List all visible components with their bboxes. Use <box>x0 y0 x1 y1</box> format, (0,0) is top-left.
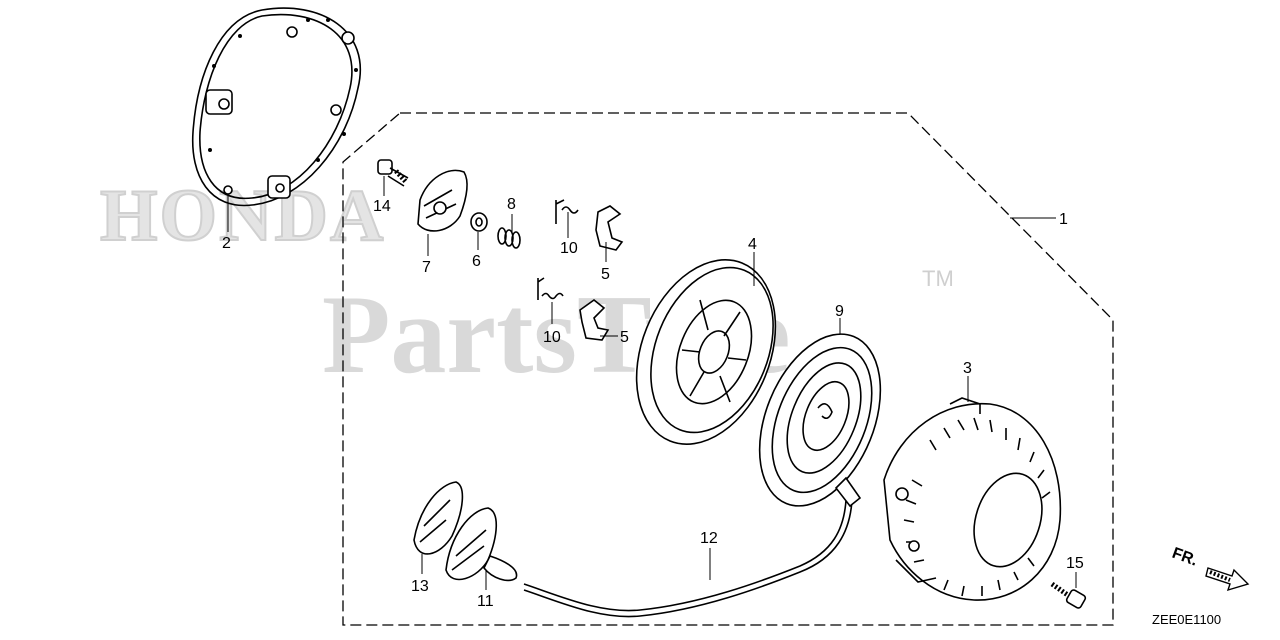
gasket-ring <box>191 7 361 207</box>
spring-part-10-lower <box>537 277 564 300</box>
callout-10a: 10 <box>560 240 578 257</box>
callout-4: 4 <box>748 236 757 253</box>
direction-indicator: FR. <box>1170 545 1250 592</box>
starter-housing-part-3 <box>883 397 1062 601</box>
callout-3: 3 <box>963 360 972 377</box>
callout-14: 14 <box>373 198 391 215</box>
callout-8: 8 <box>507 196 516 213</box>
callout-7: 7 <box>422 259 431 276</box>
watermark-brand: HONDA <box>100 175 385 257</box>
diagram-code: ZEE0E1100 <box>1152 612 1221 627</box>
callout-12: 12 <box>700 530 718 547</box>
bolt-part-14 <box>377 159 409 187</box>
bolt-part-15 <box>1050 581 1087 609</box>
callout-10b: 10 <box>543 329 561 346</box>
coil-spring-part-9 <box>758 333 882 507</box>
rope-part-12 <box>523 476 862 618</box>
callout-9: 9 <box>835 303 844 320</box>
leader-lines <box>227 176 1077 590</box>
ratchet-part-7 <box>417 169 468 232</box>
callouts: 1 2 3 4 5 5 6 7 8 9 10 10 11 12 13 14 15 <box>222 196 1084 610</box>
callout-5a: 5 <box>601 266 610 283</box>
arrow-right-icon <box>1205 567 1250 592</box>
callout-5b: 5 <box>620 329 629 346</box>
callout-1: 1 <box>1059 211 1068 228</box>
assembly-boundary <box>342 112 1114 626</box>
grip-cover-part-13 <box>413 481 464 555</box>
reel-part-4 <box>635 259 777 445</box>
pawl-part-5-lower <box>579 298 610 341</box>
spring-part-8 <box>497 227 521 249</box>
spring-part-10-upper <box>555 199 579 224</box>
callout-2: 2 <box>222 235 231 252</box>
callout-13: 13 <box>411 578 429 595</box>
callout-11: 11 <box>477 593 494 610</box>
washer-part-6 <box>470 212 488 232</box>
starter-grip-part-11 <box>445 507 518 582</box>
watermark-tm: TM <box>922 266 954 291</box>
callout-6: 6 <box>472 253 481 270</box>
callout-15: 15 <box>1066 555 1084 572</box>
pawl-part-5-upper <box>595 205 624 251</box>
direction-label: FR. <box>1170 545 1200 570</box>
